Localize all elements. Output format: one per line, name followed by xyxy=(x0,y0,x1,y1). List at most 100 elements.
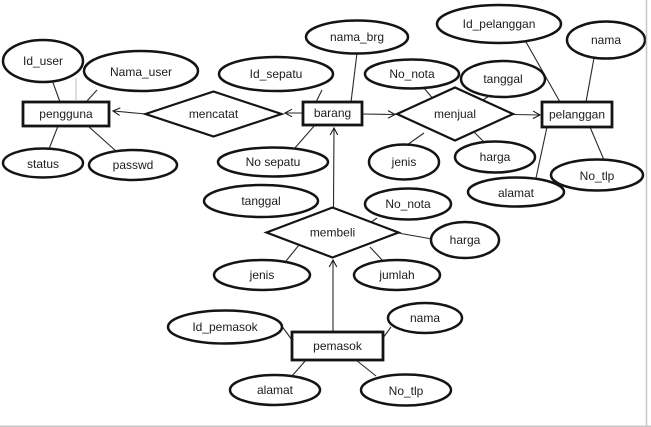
id-sepatu-ellipse xyxy=(217,55,335,93)
line-passwd-pengguna xyxy=(87,125,117,152)
line-id-sepatu-barang xyxy=(315,89,323,103)
line-alamat-pemasok xyxy=(291,359,307,377)
id-sepatu-label: Id_sepatu xyxy=(250,67,303,81)
barang-label: barang xyxy=(314,106,351,120)
nama-pemasok-label: nama xyxy=(410,311,440,325)
attribute-nama-user: Nama_user xyxy=(82,49,200,93)
attribute-no-nota-membeli: No_nota xyxy=(363,187,453,221)
jenis-menjual-label: jenis xyxy=(391,155,417,169)
arrow-menjual-to-pelanggan xyxy=(512,110,542,120)
line-nama-brg-barang xyxy=(350,52,358,103)
attribute-no-tlp-pemasok: No_tlp xyxy=(359,373,453,407)
no-tlp-pemasok-ellipse xyxy=(359,373,453,407)
barang-rect xyxy=(301,100,364,127)
line-no-sepatu-barang xyxy=(293,124,316,150)
relationship-arrows xyxy=(111,107,542,331)
attribute-tanggal-menjual: tanggal xyxy=(459,59,547,99)
no-sepatu-label: No sepatu xyxy=(246,155,301,169)
line-harga-membeli xyxy=(397,232,433,240)
id-user-label: Id_user xyxy=(23,54,63,68)
tanggal-menjual-label: tanggal xyxy=(483,72,522,86)
alamat-pelanggan-ellipse xyxy=(466,176,566,208)
menjual-diamond xyxy=(394,86,516,142)
arrow-membeli-to-barang xyxy=(329,126,339,208)
attribute-no-tlp-pelanggan: No_tlp xyxy=(549,158,645,192)
nama-pelanggan-label: nama xyxy=(591,33,621,47)
entity-pemasok: pemasok xyxy=(290,330,385,362)
tanggal-membeli-ellipse xyxy=(202,183,320,219)
menjual-label: menjual xyxy=(434,107,476,121)
tanggal-menjual-ellipse xyxy=(459,59,547,99)
attribute-status: status xyxy=(1,147,85,179)
membeli-diamond xyxy=(263,206,402,259)
attribute-id-pemasok: Id_pemasok xyxy=(166,309,284,345)
alamat-pelanggan-label: alamat xyxy=(498,186,535,200)
attribute-no-sepatu: No sepatu xyxy=(216,146,330,178)
harga-menjual-label: harga xyxy=(480,150,511,164)
attribute-jenis-membeli: jenis xyxy=(212,258,312,292)
nama-user-ellipse xyxy=(82,49,200,93)
relationship-menjual: menjual xyxy=(394,86,516,142)
nama-pelanggan-ellipse xyxy=(565,20,647,60)
jenis-menjual-ellipse xyxy=(367,143,441,181)
id-pelanggan-label: Id_pelanggan xyxy=(463,17,536,31)
nama-pemasok-ellipse xyxy=(386,301,464,335)
line-status-pengguna xyxy=(48,125,59,150)
passwd-label: passwd xyxy=(113,158,154,172)
attribute-jenis-menjual: jenis xyxy=(367,143,441,181)
attribute-id-sepatu: Id_sepatu xyxy=(217,55,335,93)
id-pelanggan-ellipse xyxy=(435,3,563,45)
entity-pengguna: pengguna xyxy=(21,100,111,128)
attribute-alamat-pemasok: alamat xyxy=(228,373,322,407)
line-jumlah-membeli xyxy=(369,246,384,262)
alamat-pemasok-label: alamat xyxy=(257,383,294,397)
entity-pelanggan: pelanggan xyxy=(540,100,614,129)
id-pemasok-label: Id_pemasok xyxy=(192,320,258,334)
no-nota-membeli-label: No_nota xyxy=(385,197,431,211)
attribute-harga-menjual: harga xyxy=(453,140,537,174)
harga-menjual-ellipse xyxy=(453,140,537,174)
attribute-passwd: passwd xyxy=(87,148,179,182)
no-tlp-pelanggan-ellipse xyxy=(549,158,645,192)
attribute-id-pelanggan: Id_pelanggan xyxy=(435,3,563,45)
attribute-alamat-pelanggan: alamat xyxy=(466,176,566,208)
no-sepatu-ellipse xyxy=(216,146,330,178)
id-pemasok-ellipse xyxy=(166,309,284,345)
pemasok-rect xyxy=(290,330,385,362)
jumlah-label: jumlah xyxy=(378,268,414,282)
no-nota-menjual-ellipse xyxy=(363,58,461,90)
line-no-tlp-pemasok xyxy=(355,359,377,377)
mencatat-label: mencatat xyxy=(189,107,239,121)
no-tlp-pelanggan-label: No_tlp xyxy=(580,169,615,183)
line-id-user-pengguna xyxy=(51,79,61,103)
membeli-label: membeli xyxy=(310,226,355,240)
nama-user-label: Nama_user xyxy=(110,65,172,79)
arrow-mencatat-to-pengguna xyxy=(111,107,147,116)
line-jenis-membeli xyxy=(285,244,300,262)
no-nota-menjual-label: No_nota xyxy=(389,67,435,81)
pengguna-label: pengguna xyxy=(39,107,93,121)
attribute-nama-pemasok: nama xyxy=(386,301,464,335)
status-ellipse xyxy=(1,147,85,179)
attribute-jumlah: jumlah xyxy=(352,258,442,292)
passwd-ellipse xyxy=(87,148,179,182)
status-label: status xyxy=(27,157,59,171)
line-alamat-pelanggan xyxy=(535,126,548,179)
relationship-membeli: membeli xyxy=(263,206,402,259)
pelanggan-label: pelanggan xyxy=(549,108,605,122)
no-nota-membeli-ellipse xyxy=(363,187,453,221)
nama-brg-label: nama_brg xyxy=(330,30,384,44)
attribute-nama-brg: nama_brg xyxy=(304,19,410,55)
arrow-barang-to-menjual xyxy=(361,110,397,119)
alamat-pemasok-ellipse xyxy=(228,373,322,407)
pemasok-label: pemasok xyxy=(313,339,363,353)
mencatat-diamond xyxy=(141,90,286,138)
attribute-nama-pelanggan: nama xyxy=(565,20,647,60)
attribute-id-user: Id_user xyxy=(1,38,85,84)
attribute-harga-membeli: harga xyxy=(429,220,501,260)
nama-brg-ellipse xyxy=(304,19,410,55)
entity-barang: barang xyxy=(301,100,364,127)
line-nama-pelanggan xyxy=(585,57,595,103)
